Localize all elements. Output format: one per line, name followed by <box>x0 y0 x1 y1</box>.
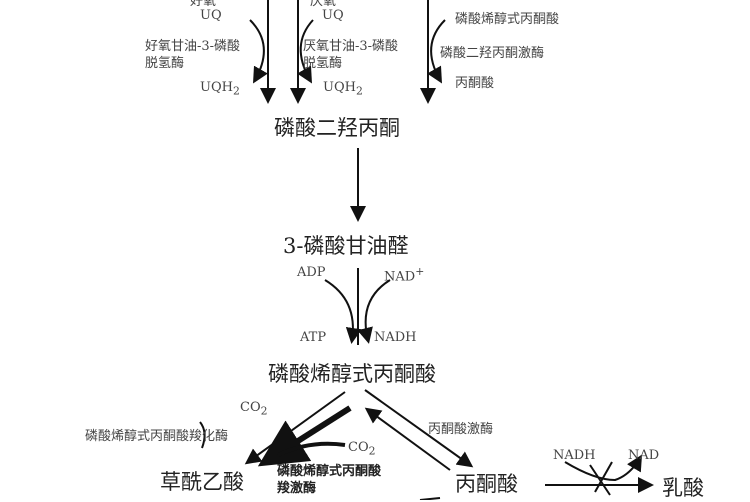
atp-label: ATP <box>300 330 327 345</box>
enzyme-pepck-l2: 羧激酶 <box>277 481 317 496</box>
uqh2-text: UQH <box>323 80 356 95</box>
subscript: 2 <box>260 404 268 418</box>
nadh-label-2: NADH <box>553 448 596 463</box>
enzyme-anaerobic-g3pdh: 厌氧甘油-3-磷酸 <box>303 39 399 54</box>
enzyme-pk: 丙酮酸激酶 <box>428 422 494 437</box>
uqh2-text: UQH <box>200 80 233 95</box>
uq-1: UQ <box>200 8 222 23</box>
subscript: 2 <box>355 84 363 98</box>
superscript: + <box>415 265 425 278</box>
uqh2-2: UQH2 <box>323 80 363 98</box>
uqh2-1: UQH2 <box>200 80 240 98</box>
node-lactate: 乳酸 <box>662 476 704 500</box>
co2-label-2: CO <box>348 440 369 455</box>
uq-2: UQ <box>322 8 344 23</box>
top-pyruvate-label: 丙酮酸 <box>455 76 495 91</box>
arrow-pyruvate-pep <box>364 407 451 471</box>
node-pep: 磷酸烯醇式丙酮酸 <box>268 362 436 386</box>
enzyme-pepck: 磷酸烯醇式丙酮酸 <box>277 464 382 479</box>
node-pyruvate: 丙酮酸 <box>455 472 518 496</box>
enzyme-aerobic-g3pdh-l2: 脱氢酶 <box>145 56 185 71</box>
anaerobic-label: 厌氧 <box>310 0 337 9</box>
top-pep-label: 磷酸烯醇式丙酮酸 <box>455 12 560 27</box>
dhak-label: 磷酸二羟丙酮激酶 <box>440 46 545 61</box>
node-dhap: 磷酸二羟丙酮 <box>274 116 400 140</box>
aerobic-label: 好氧 <box>190 0 217 9</box>
nadh-label: NADH <box>374 330 417 345</box>
enzyme-anaerobic-g3pdh-l2: 脱氢酶 <box>303 56 343 71</box>
arrow-pep-pyruvate <box>364 389 474 468</box>
enzyme-aerobic-g3pdh: 好氧甘油-3-磷酸 <box>145 39 241 54</box>
node-g3p: 3-磷酸甘油醛 <box>283 234 409 258</box>
subscript: 2 <box>368 444 376 458</box>
adp-label: ADP <box>297 265 326 280</box>
nad-label: NAD <box>384 269 416 285</box>
subscript: 2 <box>232 84 240 98</box>
node-oaa: 草酰乙酸 <box>160 470 244 494</box>
co2-label: CO <box>240 400 261 415</box>
enzyme-pepc: 磷酸烯醇式丙酮酸羧化酶 <box>85 429 229 444</box>
nad-label-2: NAD <box>628 448 660 463</box>
